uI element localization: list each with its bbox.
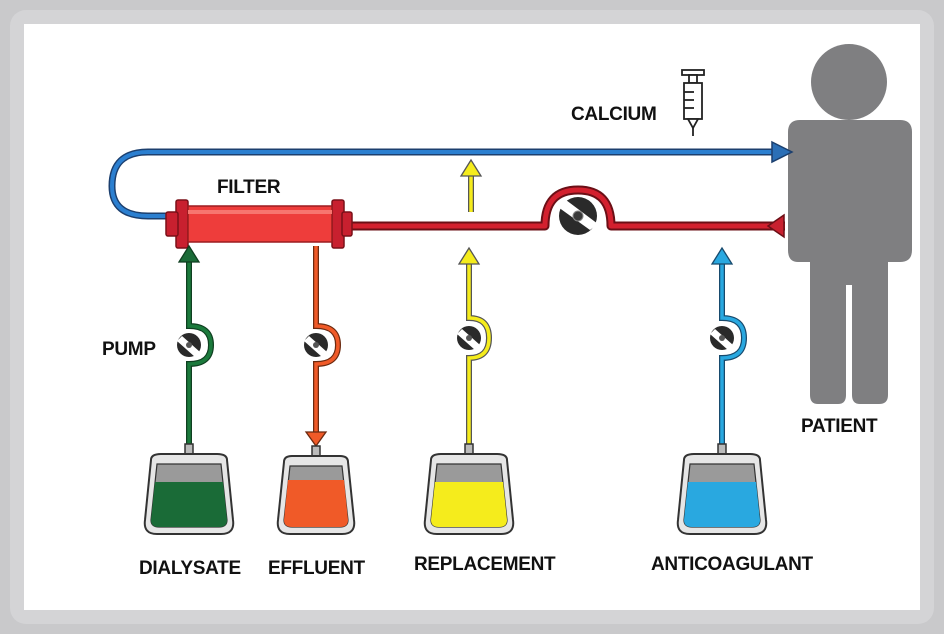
blood-pump-icon	[558, 197, 598, 235]
effluent-bag-icon	[276, 445, 356, 535]
anticoagulant-pump-icon	[710, 326, 734, 350]
dialysate-pump-icon	[177, 333, 201, 357]
replacement-pump-icon	[457, 326, 481, 350]
pump-label: PUMP	[102, 339, 156, 360]
return-line	[108, 140, 794, 220]
filter-icon	[165, 199, 353, 249]
replacement-line	[457, 246, 493, 450]
replacement-bag-icon	[423, 443, 515, 535]
anticoagulant-label: ANTICOAGULANT	[651, 554, 813, 575]
replacement-postfilter-arrow	[459, 158, 483, 212]
anticoagulant-line	[710, 246, 748, 450]
effluent-pump-icon	[304, 333, 328, 357]
syringe-icon	[681, 69, 705, 136]
patient-label: PATIENT	[801, 416, 878, 437]
dialysate-line	[177, 244, 215, 450]
anticoagulant-bag-icon	[676, 443, 768, 535]
effluent-label: EFFLUENT	[268, 558, 366, 579]
dialysate-bag-icon	[143, 443, 235, 535]
dialysate-label: DIALYSATE	[139, 558, 241, 579]
calcium-label: CALCIUM	[571, 104, 657, 125]
replacement-label: REPLACEMENT	[414, 554, 556, 575]
effluent-line	[304, 246, 342, 448]
patient-icon	[788, 44, 912, 404]
filter-label: FILTER	[217, 177, 281, 198]
access-line	[345, 185, 785, 239]
